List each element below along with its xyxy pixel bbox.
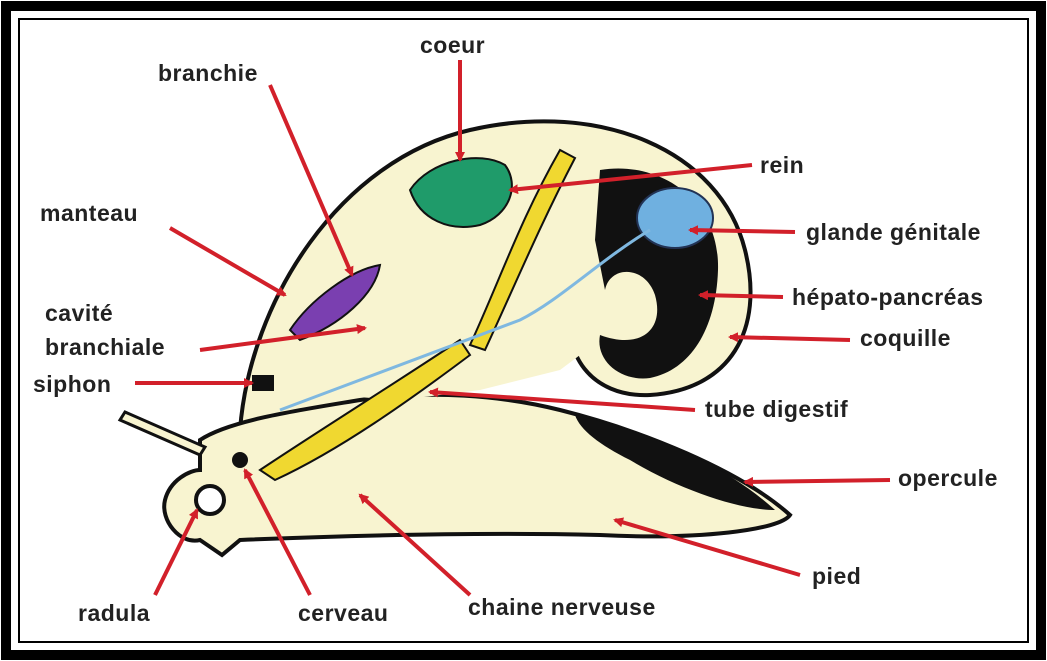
label-tube-digestif: tube digestif	[705, 396, 848, 422]
arrow-glande	[690, 230, 795, 232]
label-pied: pied	[812, 563, 861, 589]
label-hepato-pancreas: hépato-pancréas	[792, 284, 984, 310]
arrow-opercule	[745, 480, 890, 482]
label-cavite-line1: cavité	[45, 300, 113, 326]
arrow-manteau	[170, 228, 285, 295]
arrow-hepato	[700, 295, 783, 297]
label-coquille: coquille	[860, 325, 951, 351]
label-chaine-nerveuse: chaine nerveuse	[468, 594, 656, 620]
genital-gland-shape	[637, 188, 713, 248]
label-branchie: branchie	[158, 60, 258, 86]
label-opercule: opercule	[898, 465, 998, 491]
brain-dot	[232, 452, 248, 468]
label-cerveau: cerveau	[298, 600, 388, 626]
siphon-block	[252, 375, 274, 391]
label-siphon: siphon	[33, 371, 111, 397]
radula-shape	[196, 486, 224, 514]
label-cavite-line2: branchiale	[45, 334, 165, 360]
arrow-coquille	[730, 337, 850, 340]
tentacle-shape	[120, 412, 205, 455]
label-glande-genitale: glande génitale	[806, 219, 981, 245]
label-manteau: manteau	[40, 200, 138, 226]
label-coeur: coeur	[420, 32, 485, 58]
label-radula: radula	[78, 600, 150, 626]
label-rein: rein	[760, 152, 804, 178]
